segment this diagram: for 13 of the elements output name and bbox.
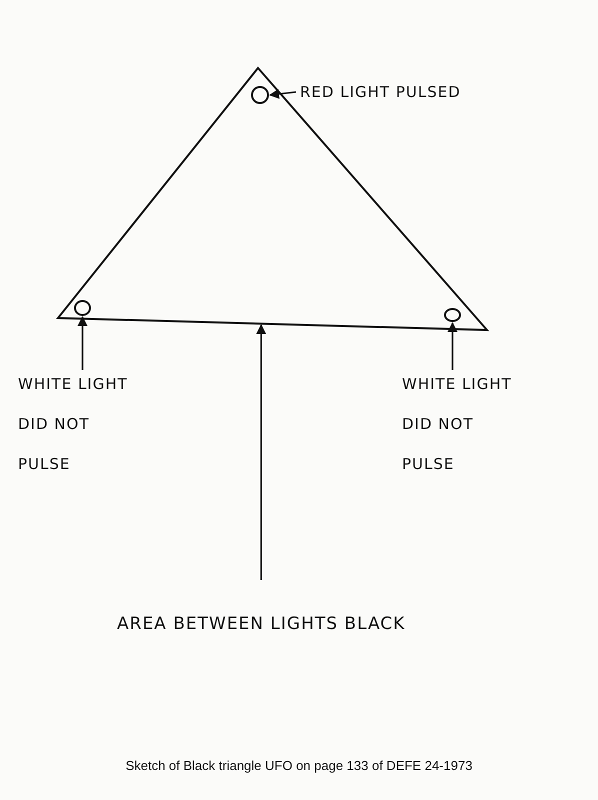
note-text: WHITE LIGHT DID NOT PULSE (18, 364, 143, 484)
note-text: WHITE LIGHT DID NOT PULSE (402, 364, 527, 484)
leader-arrow (269, 89, 296, 99)
leader-arrow (448, 322, 458, 370)
light-circle (444, 308, 461, 322)
light-circle (74, 300, 91, 316)
note-text: AREA BETWEEN LIGHTS BLACK (117, 604, 406, 644)
note-text: RED LIGHT PULSED (300, 72, 540, 112)
light-circle (251, 86, 269, 104)
leader-arrow (256, 324, 266, 580)
caption: Sketch of Black triangle UFO on page 133 of DEFE 24-1973 (124, 758, 474, 773)
leader-arrow (78, 316, 88, 370)
triangle-craft-outline (58, 68, 488, 330)
